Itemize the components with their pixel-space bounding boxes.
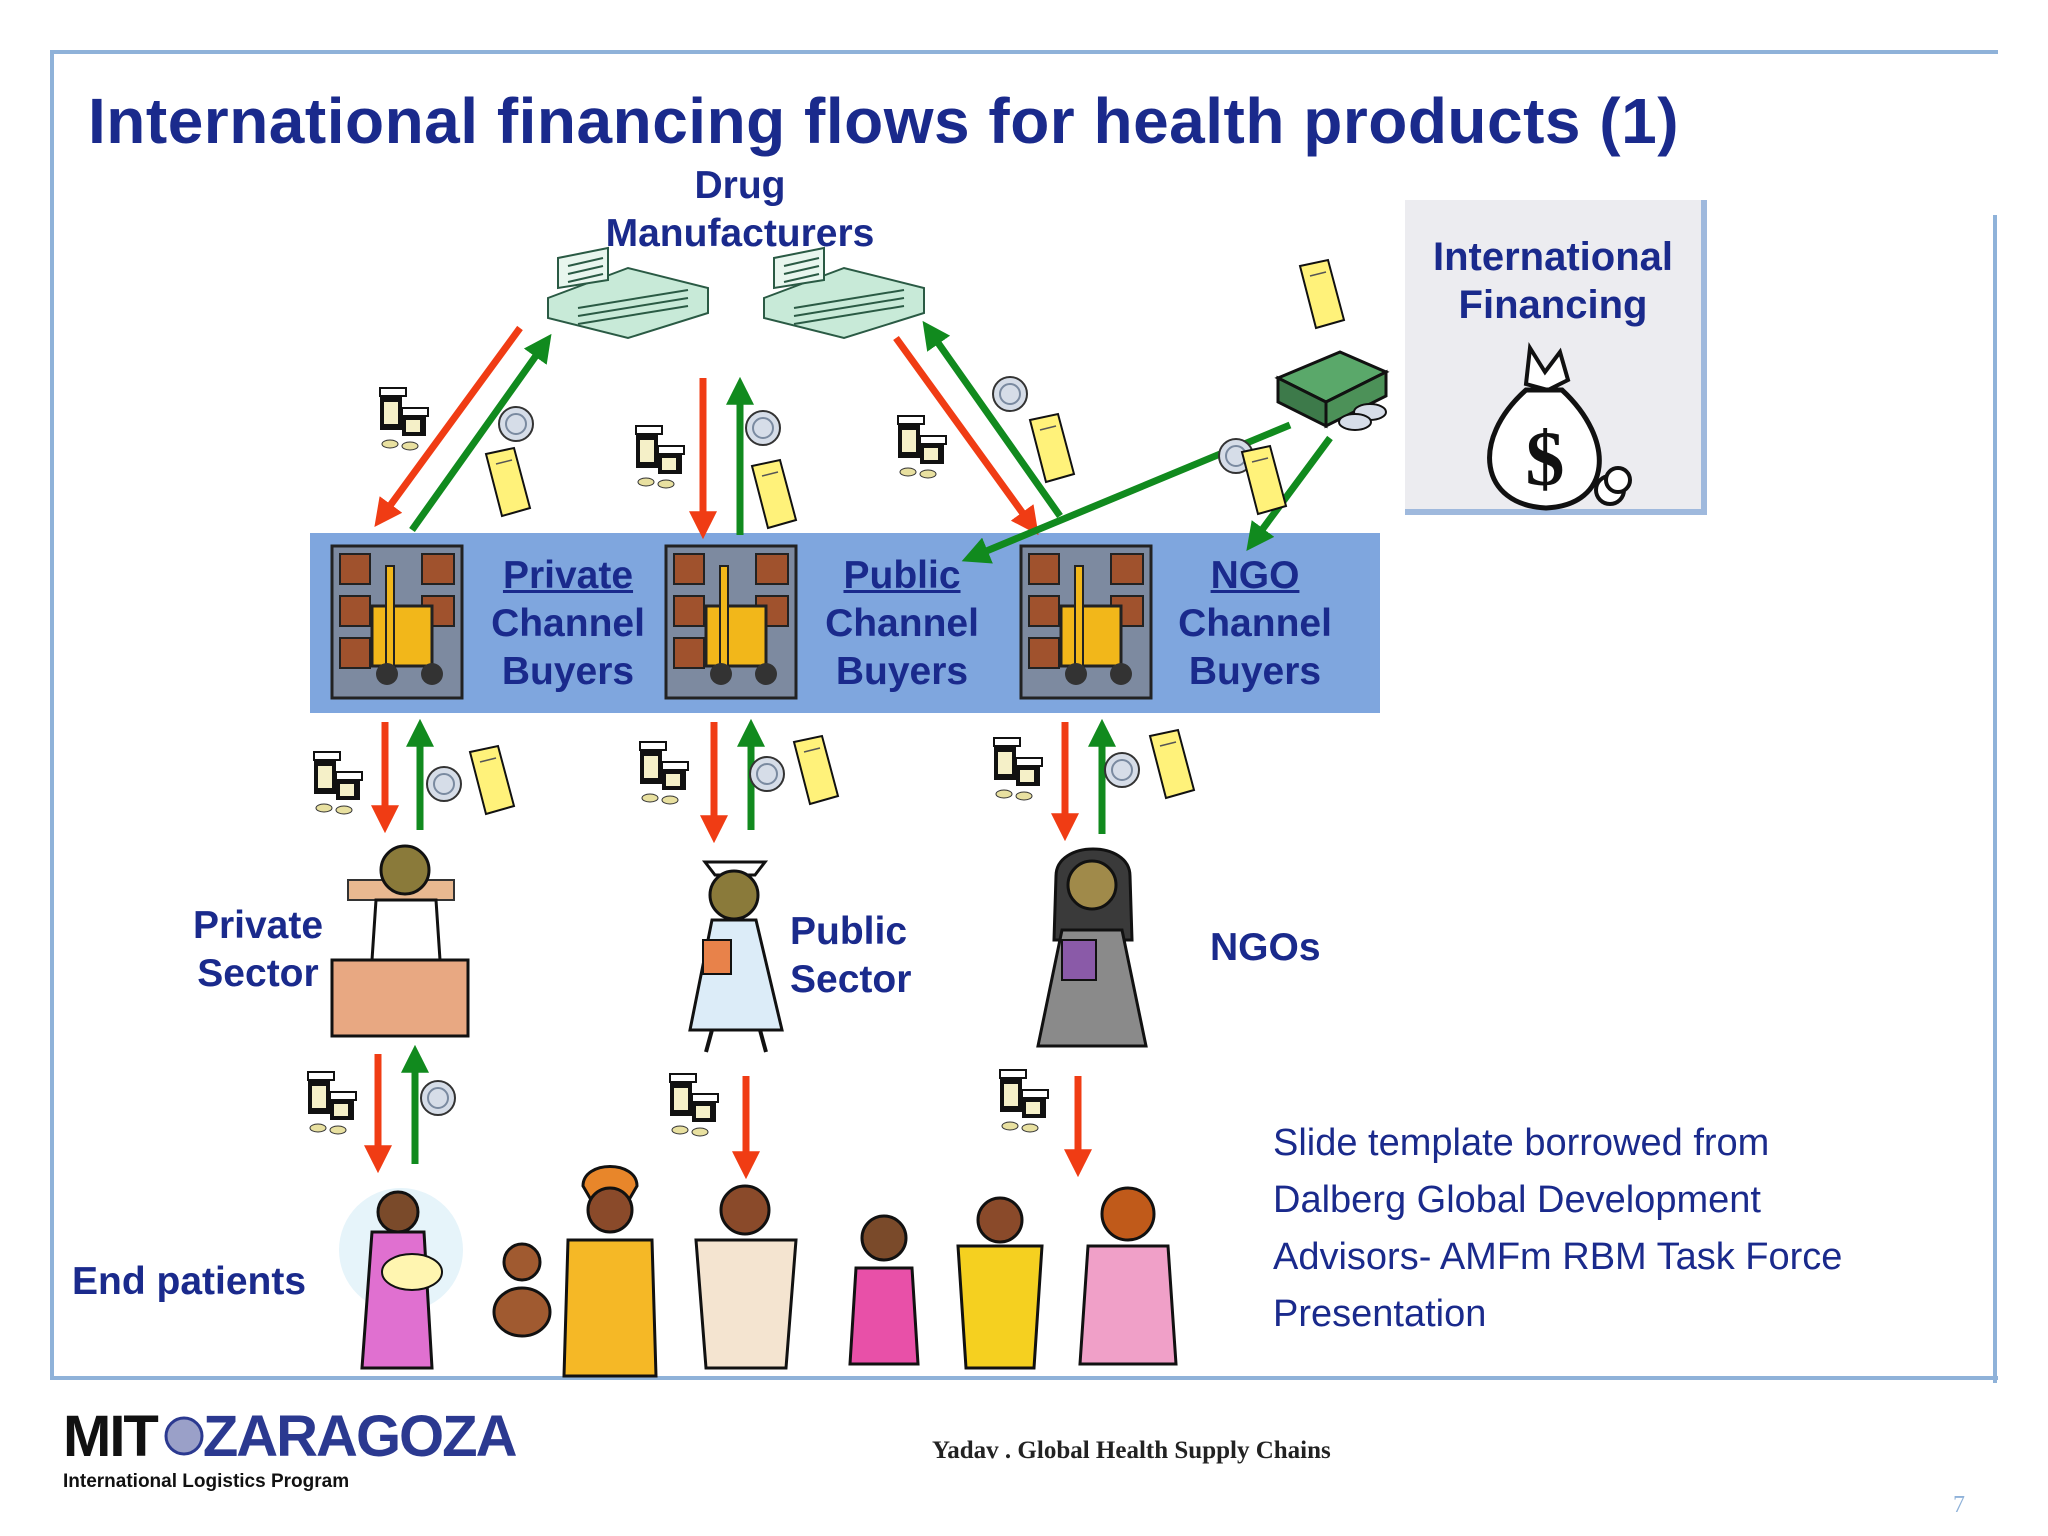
medicine-icon <box>313 751 363 815</box>
label-line: Manufacturers <box>605 212 875 255</box>
money-stack-icon <box>1274 350 1390 431</box>
coin-icon <box>426 766 462 802</box>
bill-icon <box>751 459 797 529</box>
footer-text: Yadav . Global Health Supply Chains <box>932 1437 1331 1464</box>
factory-icon <box>547 247 709 339</box>
medicine-icon <box>993 737 1043 801</box>
pharmacist-icon <box>330 844 470 1038</box>
channel-link[interactable]: Public <box>843 554 961 597</box>
medicine-icon <box>999 1069 1049 1133</box>
label-line: Private <box>192 904 324 947</box>
globe-icon <box>164 1416 204 1456</box>
medicine-icon <box>639 741 689 805</box>
logo-subtitle: International Logistics Program <box>63 1471 350 1492</box>
label-line: Channel <box>1178 602 1332 645</box>
logo-text: MIT <box>63 1404 159 1469</box>
end-patients-label: End patients <box>72 1260 307 1303</box>
bill-icon <box>1299 259 1345 329</box>
warehouse-icon <box>664 544 798 700</box>
warehouse-icon <box>1019 544 1153 700</box>
label-line: Buyers <box>1188 650 1322 693</box>
ngo-channel-buyers-label: NGO Channel Buyers <box>1157 552 1353 696</box>
money-bag-icon: $ <box>1487 342 1632 511</box>
label-line: Sector <box>790 958 912 1001</box>
frame-edge <box>1993 215 1997 1383</box>
medicine-icon <box>635 425 685 489</box>
channel-link[interactable]: NGO <box>1210 554 1300 597</box>
medicine-icon <box>307 1071 357 1135</box>
medicine-icon <box>669 1073 719 1137</box>
label-line: International <box>1432 235 1674 279</box>
template-note: Slide template borrowed from Dalberg Glo… <box>1273 1115 1842 1343</box>
bill-icon <box>1149 729 1195 799</box>
nun-icon <box>1036 847 1148 1048</box>
public-channel-buyers-label: Public Channel Buyers <box>804 552 1000 696</box>
page-number: 7 <box>1953 1492 1965 1518</box>
frame-edge <box>1703 50 1998 54</box>
patients-group-icon <box>339 1165 1178 1378</box>
ngos-label: NGOs <box>1210 926 1321 969</box>
label-line: Financing <box>1458 283 1648 327</box>
factory-icon <box>763 247 925 339</box>
label-line: Buyers <box>835 650 969 693</box>
channel-link[interactable]: Private <box>502 554 634 597</box>
bill-icon <box>469 745 515 815</box>
medicine-icon <box>379 387 429 451</box>
note-line: Advisors- AMFm RBM Task Force <box>1273 1236 1843 1278</box>
logo-text: ZARAGOZA <box>202 1404 518 1469</box>
note-line: Slide template borrowed from <box>1273 1122 1770 1164</box>
label-line: Channel <box>491 602 645 645</box>
coin-icon <box>1104 752 1140 788</box>
drug-manufacturers-label: Drug Manufacturers <box>590 162 890 258</box>
note-line: Presentation <box>1273 1293 1487 1335</box>
bill-icon <box>1029 413 1075 483</box>
label-line: Sector <box>197 952 319 995</box>
bill-icon <box>485 447 531 517</box>
public-sector-label: Public Sector <box>790 908 930 1004</box>
nurse-icon <box>688 860 784 1053</box>
coin-icon <box>498 406 534 442</box>
warehouse-icon <box>330 544 464 700</box>
international-financing-label: International Financing <box>1405 233 1701 329</box>
coin-icon <box>745 410 781 446</box>
private-sector-label: Private Sector <box>172 902 344 998</box>
coin-icon <box>749 756 785 792</box>
label-line: Buyers <box>501 650 635 693</box>
medicine-icon <box>897 415 947 479</box>
bill-icon <box>1241 445 1287 515</box>
label-line: Public <box>790 910 908 953</box>
mit-zaragoza-logo: MIT ZARAGOZA <box>63 1403 518 1470</box>
note-line: Dalberg Global Development <box>1273 1179 1761 1221</box>
bill-icon <box>793 735 839 805</box>
svg-text:$: $ <box>1526 415 1565 502</box>
slide-frame <box>50 50 1998 1380</box>
channel-buyers-band <box>310 533 1380 713</box>
private-channel-buyers-label: Private Channel Buyers <box>470 552 666 696</box>
label-line: Channel <box>825 602 979 645</box>
coin-icon <box>420 1080 456 1116</box>
coin-icon <box>992 376 1028 412</box>
label-line: Drug <box>694 164 786 207</box>
slide-title: International financing flows for health… <box>88 85 1679 157</box>
